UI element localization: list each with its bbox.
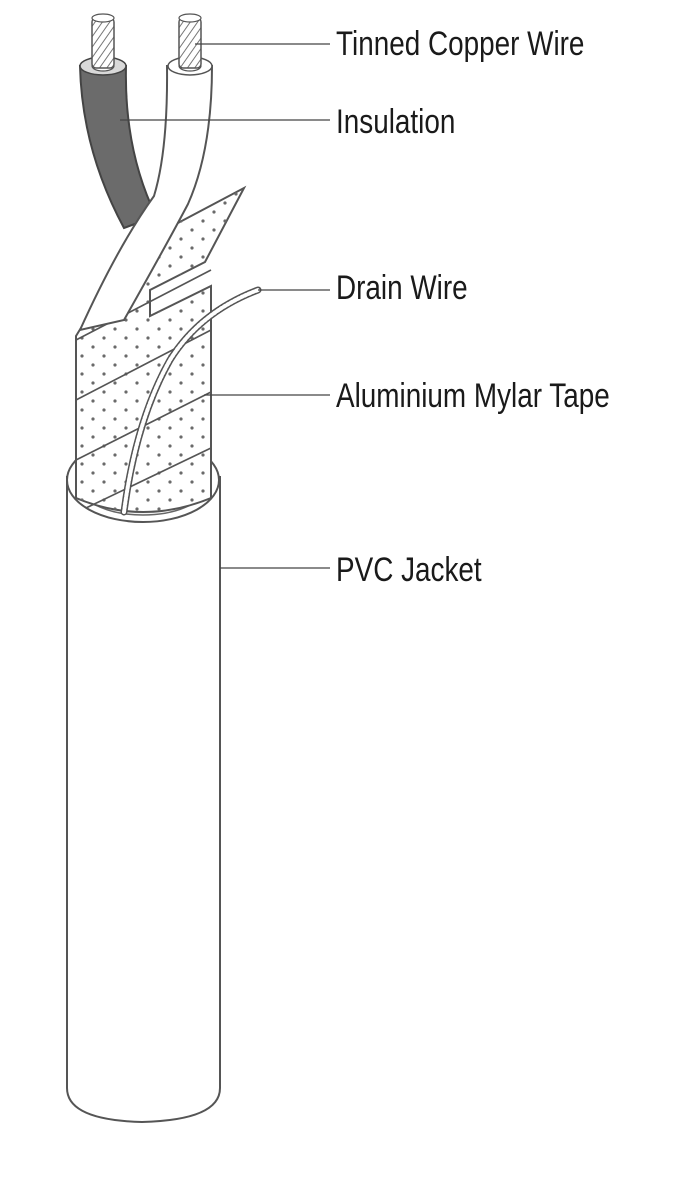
tinned-copper-wire xyxy=(91,13,202,69)
label-insulation: Insulation xyxy=(336,103,456,141)
label-pvc-jacket: PVC Jacket xyxy=(336,551,482,589)
leader-lines xyxy=(120,43,330,569)
pvc-jacket xyxy=(66,437,221,1124)
label-aluminium-mylar-tape: Aluminium Mylar Tape xyxy=(336,377,610,415)
tape-seam xyxy=(75,329,212,401)
label-drain-wire: Drain Wire xyxy=(336,269,468,307)
tape-seam xyxy=(85,447,212,509)
tape-seam xyxy=(75,269,212,341)
drain-wire xyxy=(120,286,262,516)
dark-insulated-conductor xyxy=(78,56,158,230)
label-tinned-copper-wire: Tinned Copper Wire xyxy=(336,25,585,63)
